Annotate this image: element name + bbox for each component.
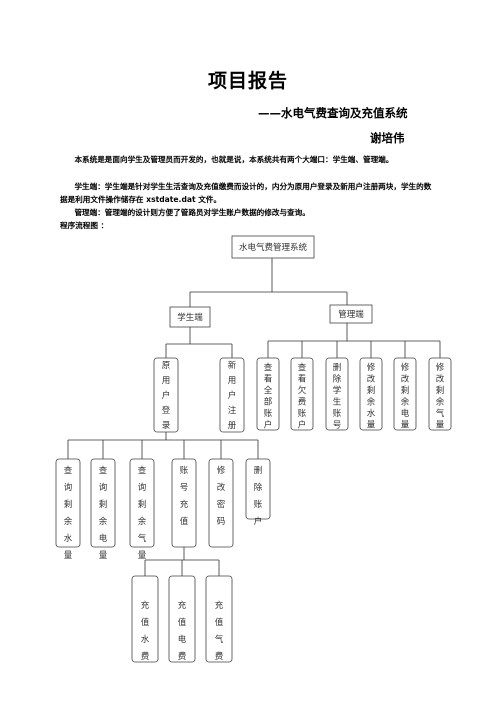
- node-admin-1: 查看全部账户: [256, 357, 280, 431]
- node-admin-5: 修改剩余电量: [393, 357, 417, 431]
- node-label: 查询剩余水量: [64, 465, 73, 561]
- node-admin: 管理端: [329, 304, 373, 324]
- node-login-3: 查询剩余气量: [129, 458, 155, 561]
- node-label: 修改密码: [217, 465, 226, 527]
- node-label: 查看欠费账户: [298, 362, 307, 431]
- flowchart-caption: 程序流程图 ：: [60, 221, 109, 230]
- node-label: 删除学生账号: [333, 362, 342, 431]
- node-login-1: 查询剩余水量: [55, 458, 81, 561]
- admin-paragraph: 管理端：管理端的设计则方便了管路员对学生账户数据的修改与查询。: [74, 208, 310, 217]
- node-label: 充值电费: [178, 600, 187, 662]
- node-label: 充值水费: [141, 600, 150, 662]
- node-label: 查询剩余电量: [99, 465, 108, 561]
- intro-paragraph: 本系统是是面向学生及管理员而开发的，也就是说，本系统共有两个大端口：学生端、管理…: [74, 155, 394, 164]
- node-login-4: 账号充值: [171, 458, 197, 548]
- node-student-1: 原用户登录: [153, 357, 179, 433]
- node-admin-6: 修改剩余气量: [428, 357, 452, 431]
- node-label: 查看全部账户: [264, 362, 273, 431]
- node-student-2: 新用户注册: [219, 357, 245, 433]
- node-login-2: 查询剩余电量: [90, 458, 116, 561]
- node-login-6: 删除账户: [245, 458, 271, 527]
- node-root: 水电气费管理系统: [231, 235, 315, 259]
- node-label: 删除账户: [254, 465, 263, 527]
- node-student: 学生端: [169, 306, 211, 328]
- node-label: 修改剩余电量: [401, 362, 410, 431]
- node-recharge-3: 充值气费: [205, 575, 233, 663]
- node-admin-3: 删除学生账号: [325, 357, 349, 431]
- node-label: 账号充值: [180, 466, 189, 527]
- document-subtitle: ——水电气费查询及充值系统: [258, 106, 408, 120]
- node-admin-2: 查看欠费账户: [290, 357, 314, 431]
- node-label: 充值气费: [215, 600, 224, 662]
- node-root-label: 水电气费管理系统: [239, 242, 308, 253]
- node-student-label: 学生端: [177, 312, 203, 323]
- node-label: 新用户注册: [228, 360, 237, 431]
- node-label: 修改剩余水量: [367, 362, 376, 431]
- student-paragraph: 学生端：学生端是针对学生生活查询及充值缴费而设计的，内分为原用户登录及新用户注册…: [60, 182, 432, 204]
- document-title: 项目报告: [207, 70, 288, 92]
- flowchart-connectors: [67, 258, 441, 576]
- node-recharge-2: 充值电费: [168, 575, 196, 663]
- node-login-5: 修改密码: [208, 458, 234, 548]
- node-label: 查询剩余气量: [138, 465, 147, 561]
- node-admin-label: 管理端: [338, 309, 364, 320]
- node-label: 修改剩余气量: [436, 362, 445, 431]
- document-author: 谢培伟: [370, 131, 405, 145]
- node-admin-4: 修改剩余水量: [359, 357, 383, 431]
- node-recharge-1: 充值水费: [131, 575, 159, 663]
- node-label: 原用户登录: [162, 361, 171, 431]
